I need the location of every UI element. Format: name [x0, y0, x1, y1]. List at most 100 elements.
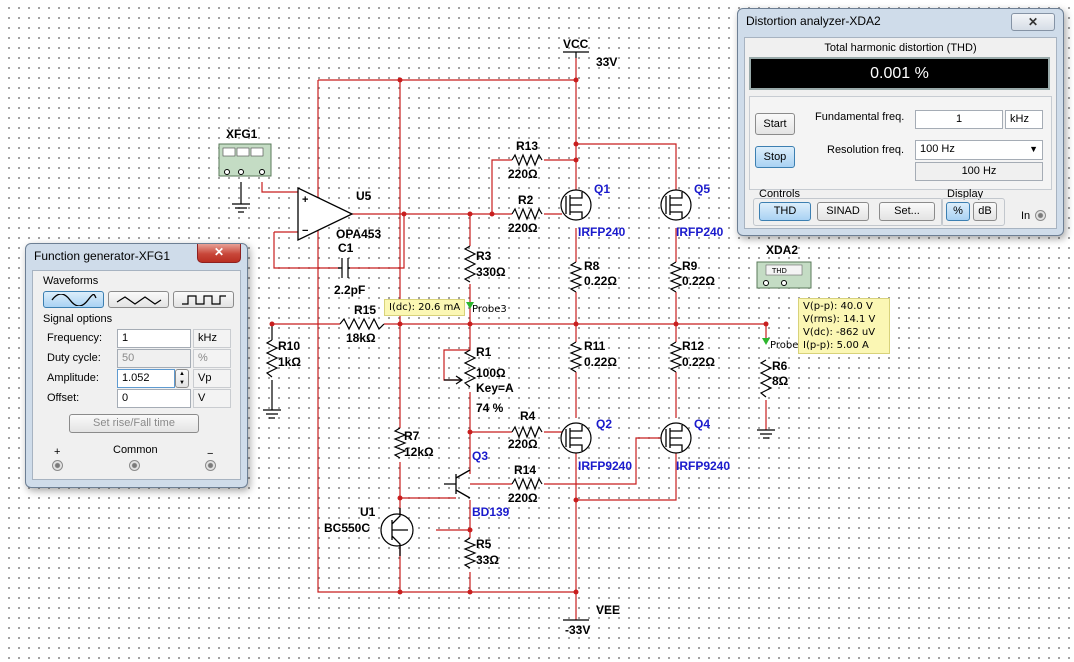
distortion-analyzer-title: Distortion analyzer-XDA2 [746, 14, 881, 28]
probe-marker [762, 338, 770, 345]
xda2-screen-label: THD [771, 267, 787, 275]
r11-name: R11 [584, 339, 606, 353]
r1-name: R1 [476, 345, 492, 359]
resolution-freq-selected: 100 Hz [920, 143, 955, 155]
close-icon[interactable]: ✕ [197, 244, 241, 263]
probe3-marker [466, 302, 474, 309]
display-group [941, 198, 1005, 226]
start-button[interactable]: Start [755, 113, 795, 135]
frequency-unit[interactable]: kHz [193, 329, 231, 348]
q4-name: Q4 [694, 417, 710, 431]
square-wave-button[interactable] [173, 291, 234, 308]
r15-value: 18kΩ [346, 331, 376, 345]
q3-name: Q3 [472, 449, 488, 463]
common-terminal-icon[interactable] [129, 460, 140, 471]
amplitude-input[interactable]: 1.052 [117, 369, 175, 388]
probe-reading-vdc: V(dc): -862 uV [803, 327, 876, 338]
sine-icon [50, 293, 97, 307]
fundamental-freq-input[interactable]: 1 [915, 110, 1003, 129]
close-icon[interactable]: ✕ [1011, 13, 1055, 31]
resolution-freq-label: Resolution freq. [827, 144, 905, 156]
xfg1-label: XFG1 [226, 127, 258, 141]
duty-cycle-input: 50 [117, 349, 191, 368]
fundamental-freq-unit: kHz [1005, 110, 1043, 129]
distortion-analyzer-body: Total harmonic distortion (THD) 0.001 % … [744, 37, 1057, 229]
percent-button[interactable]: % [946, 202, 970, 221]
offset-input[interactable]: 0 [117, 389, 191, 408]
function-generator-window: Function generator-XFG1 ✕ Waveforms Sign… [25, 243, 248, 488]
sinad-button[interactable]: SINAD [817, 202, 869, 221]
r9-name: R9 [682, 259, 698, 273]
frequency-input[interactable]: 1 [117, 329, 191, 348]
u1-name: U1 [360, 505, 376, 519]
sine-wave-button[interactable] [43, 291, 104, 308]
display-label: Display [947, 188, 984, 200]
r13-value: 220Ω [508, 167, 538, 181]
in-terminal-icon[interactable] [1035, 210, 1046, 221]
minus-terminal-icon[interactable] [205, 460, 216, 471]
frequency-label: Frequency: [47, 332, 103, 344]
amplitude-label: Amplitude: [47, 372, 99, 384]
offset-unit[interactable]: V [193, 389, 231, 408]
db-button[interactable]: dB [973, 202, 997, 221]
controls-group [753, 198, 943, 226]
r10-name: R10 [278, 339, 300, 353]
triangle-icon [116, 296, 161, 305]
r4-value: 220Ω [508, 437, 538, 451]
r10-value: 1kΩ [278, 355, 301, 369]
vee-name: VEE [596, 603, 620, 617]
q2-part: IRFP9240 [578, 459, 632, 473]
minus-terminal-label: − [207, 448, 214, 460]
signal-options-label: Signal options [43, 313, 113, 325]
amplitude-unit[interactable]: Vp [193, 369, 231, 388]
set-rise-fall-button: Set rise/Fall time [69, 414, 199, 433]
vee-value: -33V [565, 623, 590, 637]
r12-name: R12 [682, 339, 704, 353]
set-button[interactable]: Set... [879, 202, 935, 221]
triangle-wave-button[interactable] [108, 291, 169, 308]
r5-name: R5 [476, 537, 492, 551]
r1-key: Key=A [476, 381, 514, 395]
probe-reading-vrms: V(rms): 14.1 V [803, 314, 876, 325]
probe-reading-vpp: V(p-p): 40.0 V [803, 301, 873, 312]
resolution-freq-select[interactable]: 100 Hz ▼ [915, 140, 1043, 160]
xda2-label: XDA2 [766, 243, 798, 257]
thd-button[interactable]: THD [759, 202, 811, 221]
q2-name: Q2 [596, 417, 612, 431]
svg-text:+: + [302, 194, 308, 206]
function-generator-title: Function generator-XFG1 [34, 249, 171, 263]
probe-readout: V(p-p): 40.0 V V(rms): 14.1 V V(dc): -86… [798, 298, 890, 354]
r7-name: R7 [404, 429, 420, 443]
offset-label: Offset: [47, 392, 80, 404]
controls-label: Controls [759, 188, 800, 200]
resolution-freq-readout: 100 Hz [915, 162, 1043, 181]
xda2-instrument-icon [756, 261, 812, 289]
in-terminal-label: In [1021, 210, 1031, 222]
r1-value: 100Ω [476, 366, 506, 380]
r2-value: 220Ω [508, 221, 538, 235]
r4-name: R4 [520, 409, 536, 423]
r14-name: R14 [514, 463, 536, 477]
probe3-readout: I(dc): 20.6 mA [384, 299, 466, 316]
r6-value: 8Ω [772, 374, 789, 388]
u1-part: BC550C [324, 521, 370, 535]
q3-part: BD139 [472, 505, 510, 519]
amplitude-stepper[interactable]: ▲▼ [175, 369, 189, 388]
vcc-value: 33V [596, 55, 617, 69]
plus-terminal-icon[interactable] [52, 460, 63, 471]
waveforms-label: Waveforms [43, 275, 99, 287]
vcc-name: VCC [563, 37, 589, 51]
q5-part: IRFP240 [676, 225, 724, 239]
r15-name: R15 [354, 303, 376, 317]
r3-value: 330Ω [476, 265, 506, 279]
probe3-label: Probe3 [472, 304, 507, 315]
r14-value: 220Ω [508, 491, 538, 505]
r7-value: 12kΩ [404, 445, 434, 459]
r1-position: 74 % [476, 401, 504, 415]
r13-name: R13 [516, 139, 538, 153]
stop-button[interactable]: Stop [755, 146, 795, 168]
r9-value: 0.22Ω [682, 274, 715, 288]
probe3-reading: I(dc): 20.6 mA [389, 302, 461, 313]
r3-name: R3 [476, 249, 492, 263]
